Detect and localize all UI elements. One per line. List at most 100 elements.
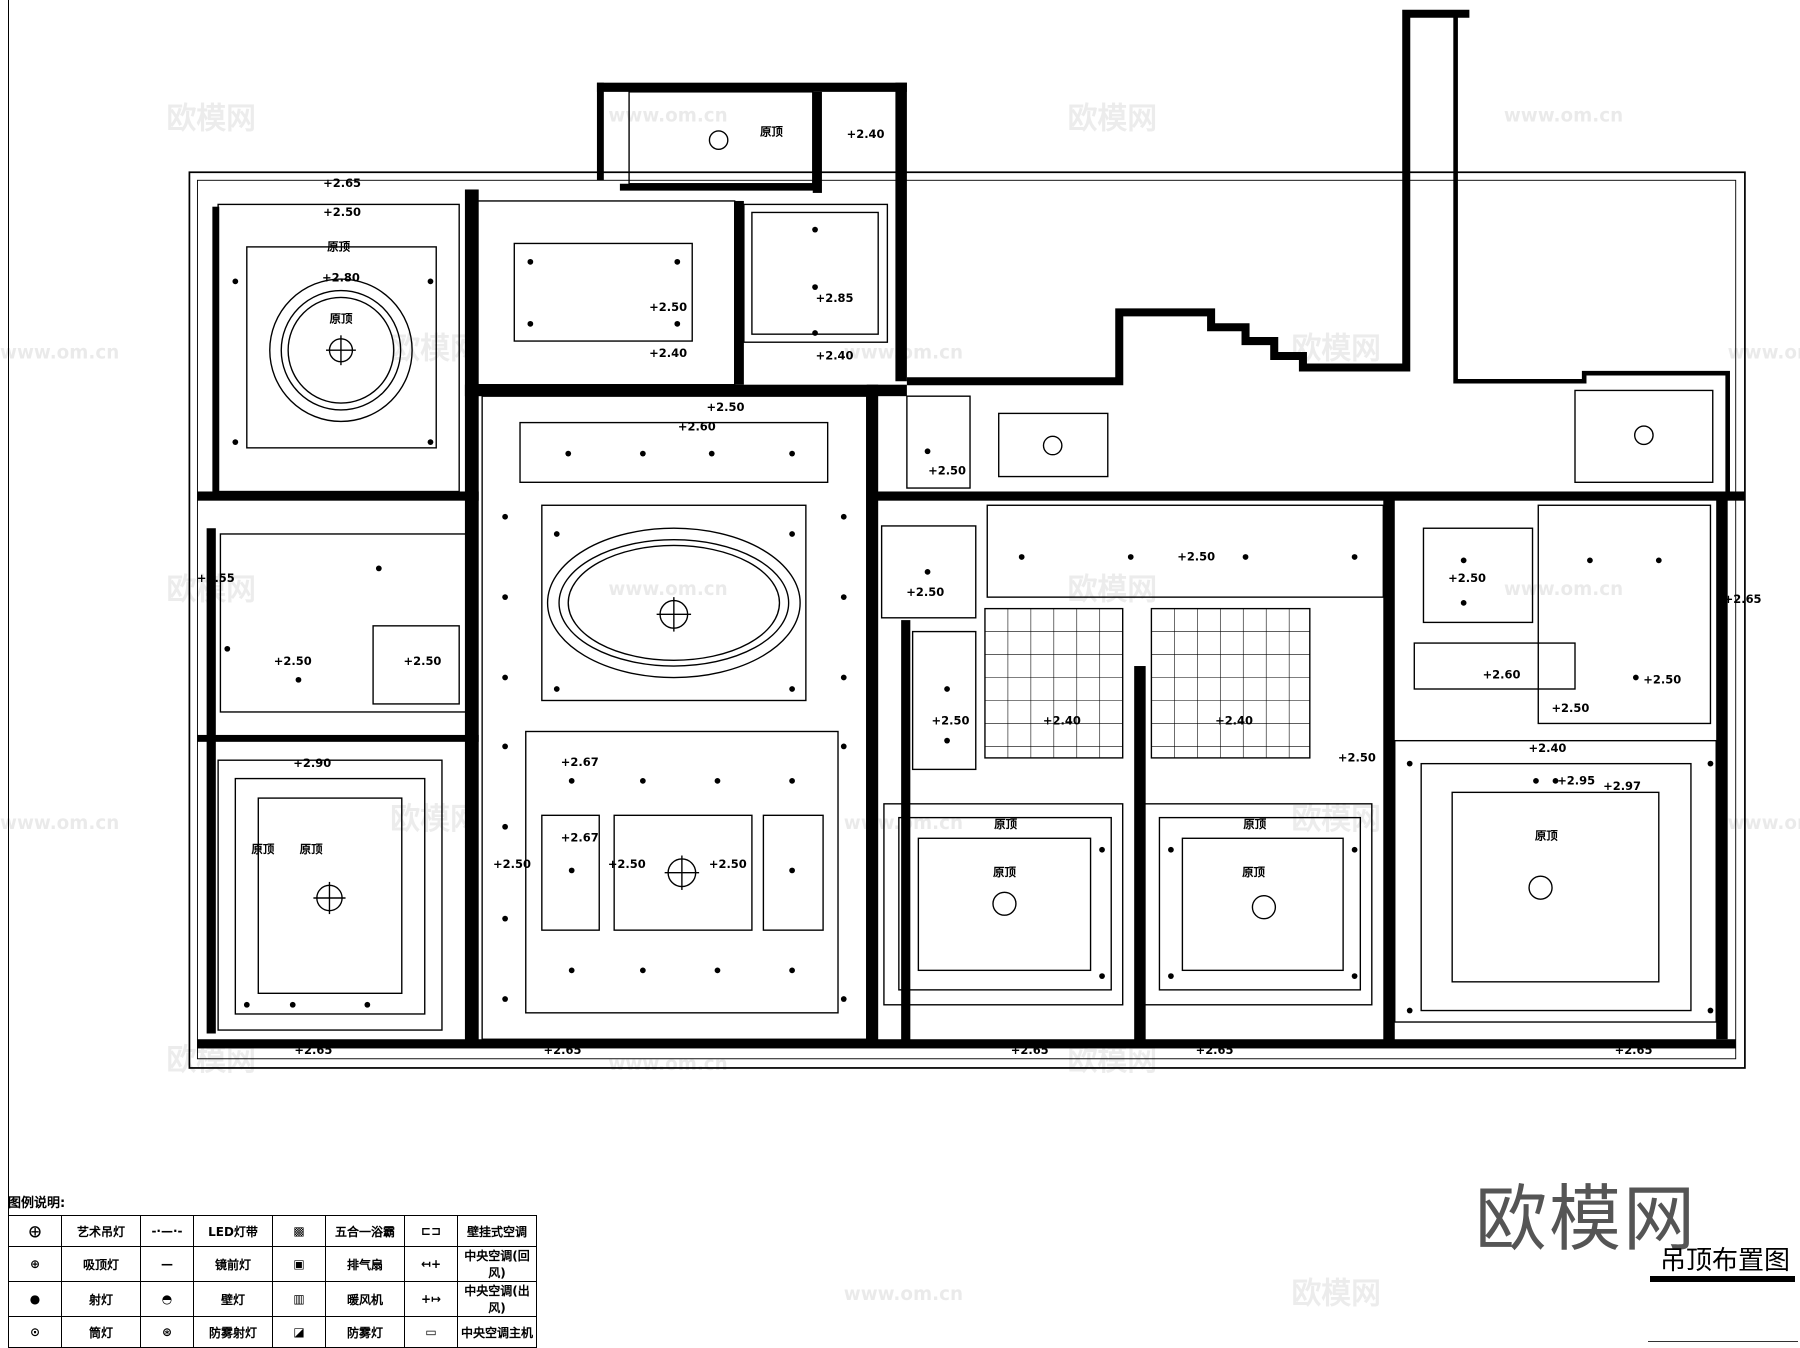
spotlight-icon — [1460, 557, 1467, 564]
spotlight-icon — [1242, 554, 1249, 560]
spotlight-icon — [502, 594, 508, 601]
elevation-label: +2.80 — [322, 270, 360, 284]
elevation-label: +2.90 — [293, 756, 331, 770]
spotlight-icon — [427, 439, 434, 445]
spotlight-icon — [1707, 1007, 1714, 1014]
elevation-label: 原顶 — [760, 125, 783, 139]
spotlight-icon — [295, 676, 302, 683]
spotlight-icon — [502, 674, 508, 681]
led-strip-icon: -·—·- — [140, 1215, 194, 1247]
elevation-label: +2.50 — [274, 654, 312, 668]
watermark-brand: 欧模网 — [1291, 1276, 1381, 1311]
elevation-label: +2.65 — [323, 176, 361, 190]
elevation-label: 原顶 — [251, 842, 274, 856]
elevation-label: +2.95 — [1557, 773, 1595, 787]
elevation-label: +2.65 — [294, 1043, 332, 1057]
spotlight-icon — [708, 450, 715, 457]
legend-label: LED灯带 — [193, 1215, 273, 1247]
ceiling-light-icon — [1634, 425, 1654, 446]
ceiling-light-icon — [708, 130, 729, 150]
watermark-url: www.om.cn — [0, 342, 119, 363]
spotlight-icon — [568, 777, 575, 784]
spotlight-icon — [789, 450, 795, 457]
spotlight-icon — [924, 569, 931, 575]
legend-row: ⊙筒灯⊛防雾射灯◪防雾灯▭中央空调主机 — [8, 1316, 537, 1348]
spotlight-icon — [1460, 600, 1467, 606]
watermark-url: www.om.cn — [1728, 813, 1800, 834]
legend-title: 图例说明: — [8, 1196, 66, 1211]
legend-label: 壁挂式空调 — [457, 1215, 537, 1247]
elevation-label: +2.65 — [544, 1043, 582, 1057]
spotlight-icon — [812, 226, 818, 233]
spotlight-icon — [674, 320, 681, 327]
spotlight-icon — [1099, 973, 1105, 979]
elevation-label: 原顶 — [1242, 865, 1265, 879]
elevation-label: +2.85 — [816, 291, 854, 305]
spotlight-icon — [1406, 1007, 1413, 1014]
legend-label: 防雾射灯 — [193, 1316, 273, 1348]
elevation-label: +2.65 — [1196, 1043, 1234, 1057]
spotlight-icon — [840, 674, 847, 681]
watermark-url: www.om.cn — [608, 106, 727, 127]
legend-label: 五合一浴霸 — [325, 1215, 405, 1247]
ac-main-unit-icon: ▭ — [404, 1316, 458, 1348]
spotlight-icon — [1168, 846, 1174, 853]
elevation-label: 原顶 — [327, 239, 350, 253]
mirror-light-icon: — — [140, 1246, 194, 1282]
spotlight-icon — [502, 743, 508, 750]
drawing-border — [8, 0, 9, 1215]
elevation-label: +2.50 — [608, 857, 646, 871]
walls — [188, 9, 1746, 1069]
spotlight-icon — [944, 737, 950, 744]
elevation-label: 原顶 — [1535, 828, 1558, 842]
elevation-label: +2.40 — [816, 348, 854, 362]
ceiling-light-icon — [1042, 435, 1063, 456]
spotlight-icon — [375, 565, 382, 572]
elevation-label: +2.50 — [493, 857, 531, 871]
watermark-url: www.om.cn — [1504, 106, 1623, 127]
fog-light-icon: ◪ — [272, 1316, 326, 1348]
spotlight-icon — [1018, 554, 1025, 560]
elevation-label: +2.50 — [928, 463, 966, 477]
spotlight-icon — [553, 531, 560, 537]
chandelier-icon — [1251, 895, 1277, 920]
elevation-label: +2.50 — [649, 300, 687, 314]
elevation-label: +2.50 — [906, 585, 944, 599]
spotlight-icon — [1587, 557, 1593, 564]
legend-label: 艺术吊灯 — [61, 1215, 141, 1247]
elevation-label: 原顶 — [993, 865, 1016, 879]
spotlight-icon — [1533, 777, 1539, 784]
spotlight-icon — [1406, 760, 1413, 767]
elevation-label: +2.65 — [1615, 1043, 1653, 1057]
elevation-label: +2.50 — [1448, 571, 1486, 585]
spotlight-icon — [812, 330, 818, 336]
watermark-logo: 欧模网 — [1475, 1177, 1698, 1261]
legend-row: ⊕吸顶灯—镜前灯▣排气扇↤+中央空调(回风) — [8, 1246, 537, 1282]
spotlight-icon — [224, 645, 231, 652]
elevation-label: +2.40 — [1215, 714, 1253, 728]
elevation-label: +2.40 — [649, 346, 687, 360]
spotlight-icon — [364, 1001, 371, 1008]
legend-label: 暖风机 — [325, 1281, 405, 1317]
spotlight-icon — [527, 258, 534, 265]
elevation-label: 原顶 — [994, 817, 1017, 831]
elevation-label: +2.50 — [932, 714, 970, 728]
watermark-brand: 欧模网 — [390, 802, 480, 837]
legend-label: 中央空调(出风) — [457, 1281, 537, 1317]
spotlight-icon — [639, 450, 646, 457]
spotlight-icon: ● — [8, 1281, 62, 1317]
elevation-label: +2.50 — [1177, 549, 1215, 563]
watermark-brand: 欧模网 — [166, 1043, 256, 1078]
watermark-url: www.om.cn — [608, 1054, 727, 1075]
spotlight-icon — [1707, 760, 1714, 767]
spotlight-icon — [840, 996, 847, 1002]
bathroom-tile-grid — [984, 608, 1310, 758]
legend-label: 射灯 — [61, 1281, 141, 1317]
heater-icon: ▥ — [272, 1281, 326, 1317]
bath-heater-icon: ▩ — [272, 1215, 326, 1247]
fog-spotlight-icon: ⊛ — [140, 1316, 194, 1348]
elevation-label: +2.40 — [1528, 741, 1566, 755]
legend-row: ⨁艺术吊灯-·—·-LED灯带▩五合一浴霸⊏⊐壁挂式空调 — [8, 1215, 537, 1247]
spotlight-icon — [714, 777, 721, 784]
